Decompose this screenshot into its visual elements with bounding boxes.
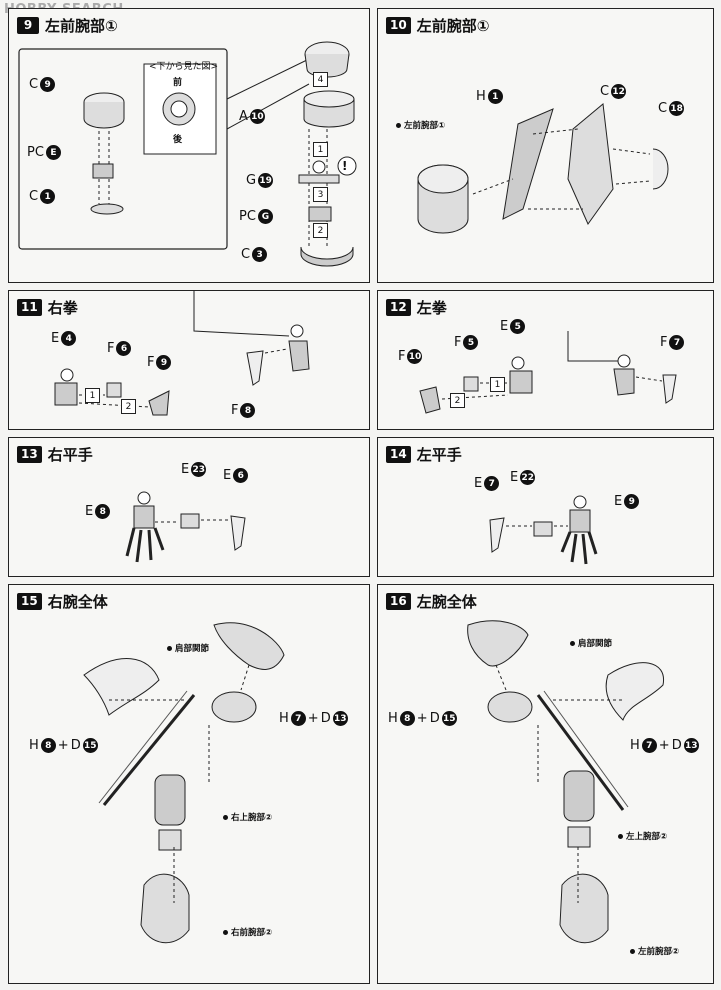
step-box: 4: [313, 72, 328, 87]
step-number: 15: [17, 593, 42, 610]
panel-title: 14 左平手: [386, 444, 462, 465]
diagram-p11: [54, 291, 310, 416]
diagram-p16: [467, 620, 664, 944]
panel-title: 15 右腕全体: [17, 591, 108, 612]
ref-label: 左前腕部①: [396, 119, 445, 131]
step-number: 11: [17, 299, 42, 316]
panel-title: 12 左拳: [386, 297, 447, 318]
forearm-label: 左前腕部②: [630, 945, 679, 957]
step-box: 2: [450, 393, 465, 408]
diagram-p13: [125, 491, 246, 563]
step-box: 1: [490, 377, 505, 392]
step-number: 16: [386, 593, 411, 610]
upper-arm-label: 右上腕部②: [223, 811, 272, 823]
step-box: 1: [85, 388, 100, 403]
step-box: 3: [313, 187, 328, 202]
shoulder-label: 肩部関節: [167, 642, 209, 654]
step-number: 13: [17, 446, 42, 463]
inset-title: <下から見た図>: [149, 62, 219, 72]
step-box: 2: [313, 223, 328, 238]
diagram-p15: [83, 622, 285, 944]
title-text: 右拳: [47, 299, 78, 317]
step-box: 1: [313, 142, 328, 157]
panel-title: 10 左前腕部①: [386, 15, 489, 36]
title-text: 右腕全体: [47, 593, 108, 611]
panel-title: 16 左腕全体: [386, 591, 477, 612]
upper-arm-label: 左上腕部②: [618, 830, 667, 842]
title-text: 左腕全体: [416, 593, 477, 611]
shoulder-label: 肩部関節: [570, 637, 612, 649]
step-number: 12: [386, 299, 411, 316]
step-number: 10: [386, 17, 411, 34]
inset-back: 後: [173, 135, 183, 145]
step-number: 9: [17, 17, 39, 34]
step-number: 14: [386, 446, 411, 463]
title-text: 左前腕部①: [416, 17, 490, 35]
diagram-p14: [489, 495, 598, 565]
step-box: 2: [121, 399, 136, 414]
title-text: 左前腕部①: [45, 17, 118, 35]
diagram-p12: [419, 331, 677, 414]
title-text: 左平手: [416, 446, 462, 464]
panel-title: 13 右平手: [17, 444, 93, 465]
inset-front: 前: [173, 78, 183, 88]
diagram-p10: [417, 103, 669, 234]
panel-title: 11 右拳: [17, 297, 78, 318]
warning-icon: !: [342, 159, 348, 173]
forearm-label: 右前腕部②: [223, 926, 272, 938]
title-text: 右平手: [47, 446, 93, 464]
diagram-p9: [18, 41, 357, 267]
panel-title: 9 左前腕部①: [17, 15, 118, 36]
title-text: 左拳: [416, 299, 447, 317]
